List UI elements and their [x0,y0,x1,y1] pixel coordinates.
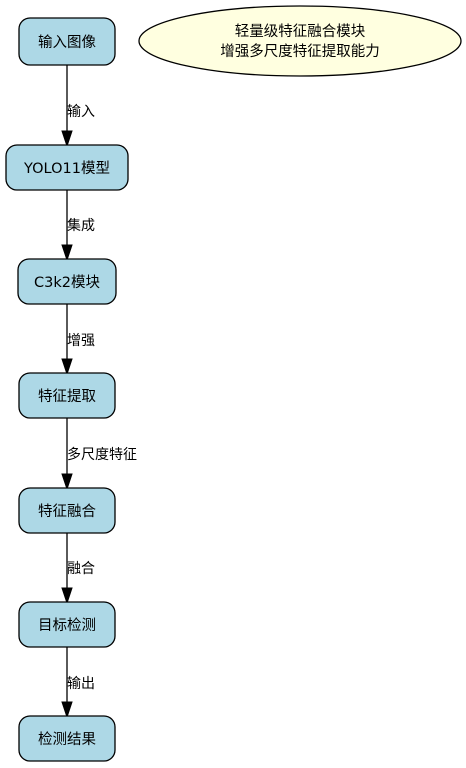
node-box [17,258,117,305]
arrow-head-icon [61,701,73,719]
node-object-detection: 目标检测 [18,601,116,648]
edge-label-enhance: 增强 [67,333,95,349]
node-c3k2-module: C3k2模块 [17,258,117,305]
edge-fuse: 融合 [61,533,95,605]
node-label: C3k2模块 [34,274,100,291]
edge-label-integrate: 集成 [67,217,95,234]
edge-label-multiscale: 多尺度特征 [67,446,137,463]
edge-integrate: 集成 [61,190,95,262]
node-box [18,715,116,762]
note-line-1: 轻量级特征融合模块 [235,23,366,40]
note: 轻量级特征融合模块 增强多尺度特征提取能力 [138,5,462,77]
arrow-head-icon [61,587,73,605]
node-box [18,601,116,648]
node-feature-extraction: 特征提取 [18,372,116,419]
node-box [18,487,116,534]
node-label: 目标检测 [38,617,96,634]
edge-label-fuse: 融合 [67,561,95,577]
edge-enhance: 增强 [61,304,95,376]
node-label: 检测结果 [38,731,96,748]
node-box [5,144,129,191]
node-label: 输入图像 [38,34,96,51]
arrow-head-icon [61,244,73,262]
arrow-head-icon [61,473,73,491]
node-box [18,17,116,66]
arrow-head-icon [61,358,73,376]
edge-output: 输出 [61,647,95,719]
note-line-2: 增强多尺度特征提取能力 [220,43,380,60]
edge-input: 输入 [61,65,95,148]
node-feature-fusion: 特征融合 [18,487,116,534]
node-box [18,372,116,419]
note-ellipse [138,5,462,77]
node-input-image: 输入图像 [18,17,116,66]
node-detection-result: 检测结果 [18,715,116,762]
edge-multiscale: 多尺度特征 [61,418,137,491]
node-label: YOLO11模型 [23,160,110,177]
edge-label-output: 输出 [67,676,95,692]
node-label: 特征提取 [38,388,96,405]
edge-label-input: 输入 [67,104,95,120]
node-label: 特征融合 [38,503,96,520]
arrow-head-icon [61,130,73,148]
node-yolo11-model: YOLO11模型 [5,144,129,191]
